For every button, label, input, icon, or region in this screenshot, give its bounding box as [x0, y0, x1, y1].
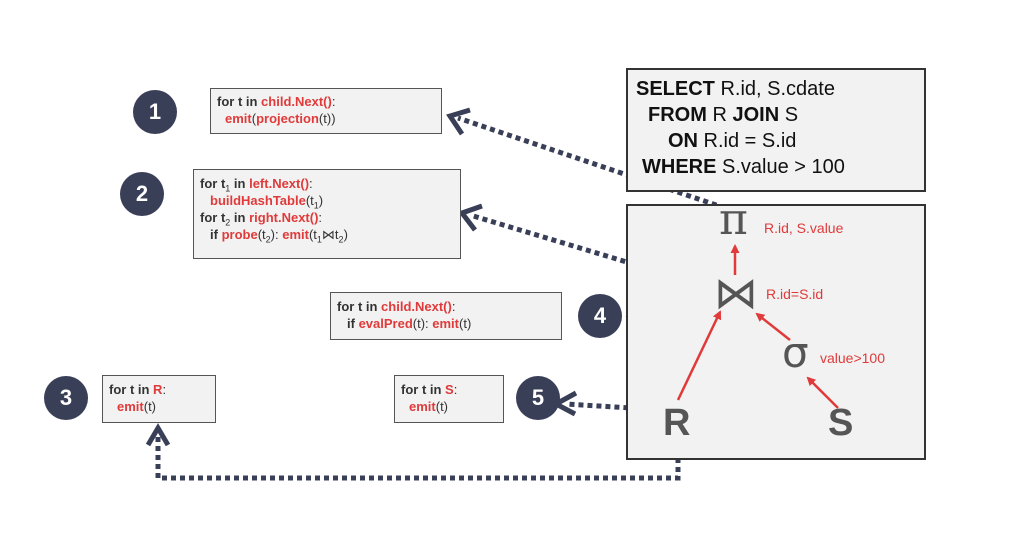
arrowhead-2 [457, 203, 483, 232]
code-box-join: for t1 in left.Next(): buildHashTable(t1… [193, 169, 461, 259]
edge-s-to-selection [806, 376, 839, 409]
code-box-projection: for t in child.Next(): emit(projection(t… [210, 88, 442, 134]
step-3-badge: 3 [44, 376, 88, 420]
arrowhead-1 [446, 107, 471, 136]
step-4-badge: 4 [578, 294, 622, 338]
node-scan-s: S [828, 402, 854, 444]
edge-r-to-join [676, 310, 722, 401]
step-5-badge: 5 [516, 376, 560, 420]
query-plan-box [626, 204, 926, 460]
node-selection-symbol: σ [782, 328, 809, 377]
code-box-selection: for t in child.Next(): if evalPred(t): e… [330, 292, 562, 340]
code-box-scan-r: for t in R: emit(t) [102, 375, 216, 423]
node-join-symbol: ⋈ [714, 268, 758, 319]
code-box-scan-s: for t in S: emit(t) [394, 375, 504, 423]
step-2-badge: 2 [120, 172, 164, 216]
sql-query-box: SELECT R.id, S.cdate FROM R JOIN S ON R.… [626, 68, 926, 192]
sql-line-on: ON R.id = S.id [668, 130, 797, 152]
edge-selection-to-join [755, 312, 791, 341]
node-projection-symbol: π [719, 194, 748, 245]
node-projection-label: R.id, S.value [764, 220, 844, 236]
dotted-arrow-join [469, 212, 721, 293]
sql-line-where: WHERE S.value > 100 [642, 156, 845, 178]
dotted-arrow-scan-r [155, 435, 681, 481]
sql-line-from: FROM R JOIN S [648, 104, 799, 126]
dotted-arrow-projection [457, 115, 726, 211]
node-join-label: R.id=S.id [766, 286, 824, 302]
arrowhead-3 [145, 423, 171, 447]
node-scan-r: R [663, 402, 691, 444]
node-selection-label: value>100 [820, 350, 886, 366]
sql-line-select: SELECT R.id, S.cdate [636, 78, 835, 100]
step-1-badge: 1 [133, 90, 177, 134]
